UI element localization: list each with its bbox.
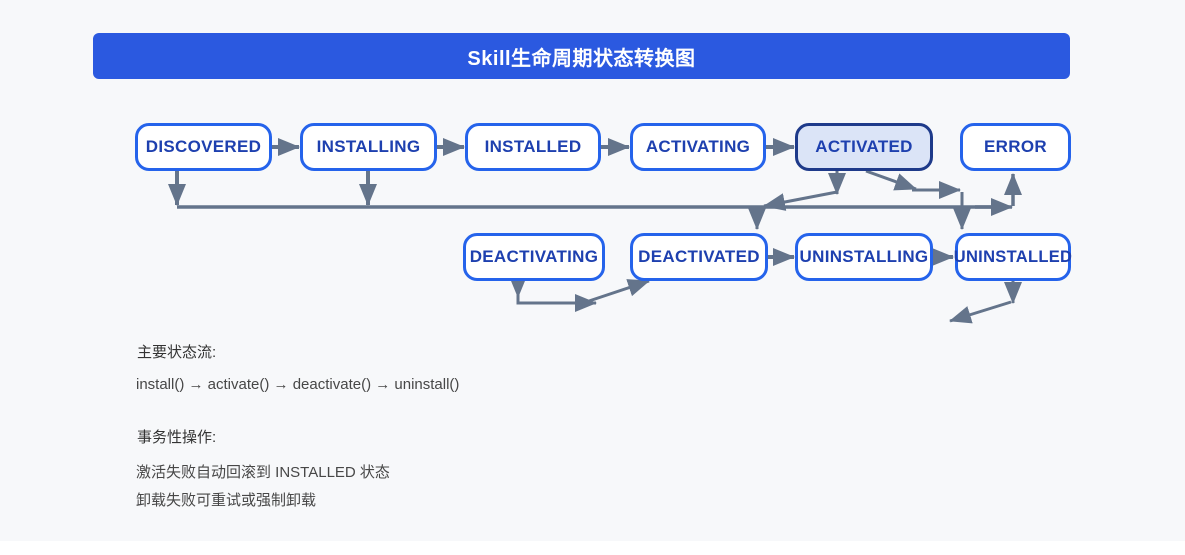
- deactivating-elbow: [516, 295, 576, 305]
- transactional-line-2: 卸载失败可重试或强制卸载: [136, 492, 317, 509]
- transactional-label: 事务性操作:: [137, 429, 217, 446]
- state-installed: INSTALLED: [465, 123, 601, 171]
- arrow-uninstalled-diagonal-left: [949, 300, 1012, 324]
- state-discovered: DISCOVERED: [135, 123, 272, 171]
- state-activating: ACTIVATING: [630, 123, 766, 171]
- arrow-into-deactivated-bottom: [588, 279, 650, 303]
- state-error: ERROR: [960, 123, 1071, 171]
- state-deactivating: DEACTIVATING: [463, 233, 605, 281]
- state-deactivated: DEACTIVATED: [630, 233, 768, 281]
- title-bar: Skill生命周期状态转换图: [93, 33, 1070, 79]
- page-title: Skill生命周期状态转换图: [467, 47, 696, 70]
- arrow-activated-diagonal-right: [865, 169, 917, 191]
- footer-strip: [0, 541, 1185, 555]
- state-uninstalling: UNINSTALLING: [795, 233, 933, 281]
- state-installing: INSTALLING: [300, 123, 437, 171]
- state-uninstalled: UNINSTALLED: [954, 233, 1072, 281]
- arrow-activated-diagonal-left: [763, 190, 838, 211]
- state-activated: ACTIVATED: [795, 123, 933, 171]
- main-flow-text: install() → activate() → deactivate() → …: [136, 376, 460, 393]
- main-flow-label: 主要状态流:: [137, 344, 217, 361]
- transactional-line-1: 激活失败自动回滚到 INSTALLED 状态: [136, 464, 390, 481]
